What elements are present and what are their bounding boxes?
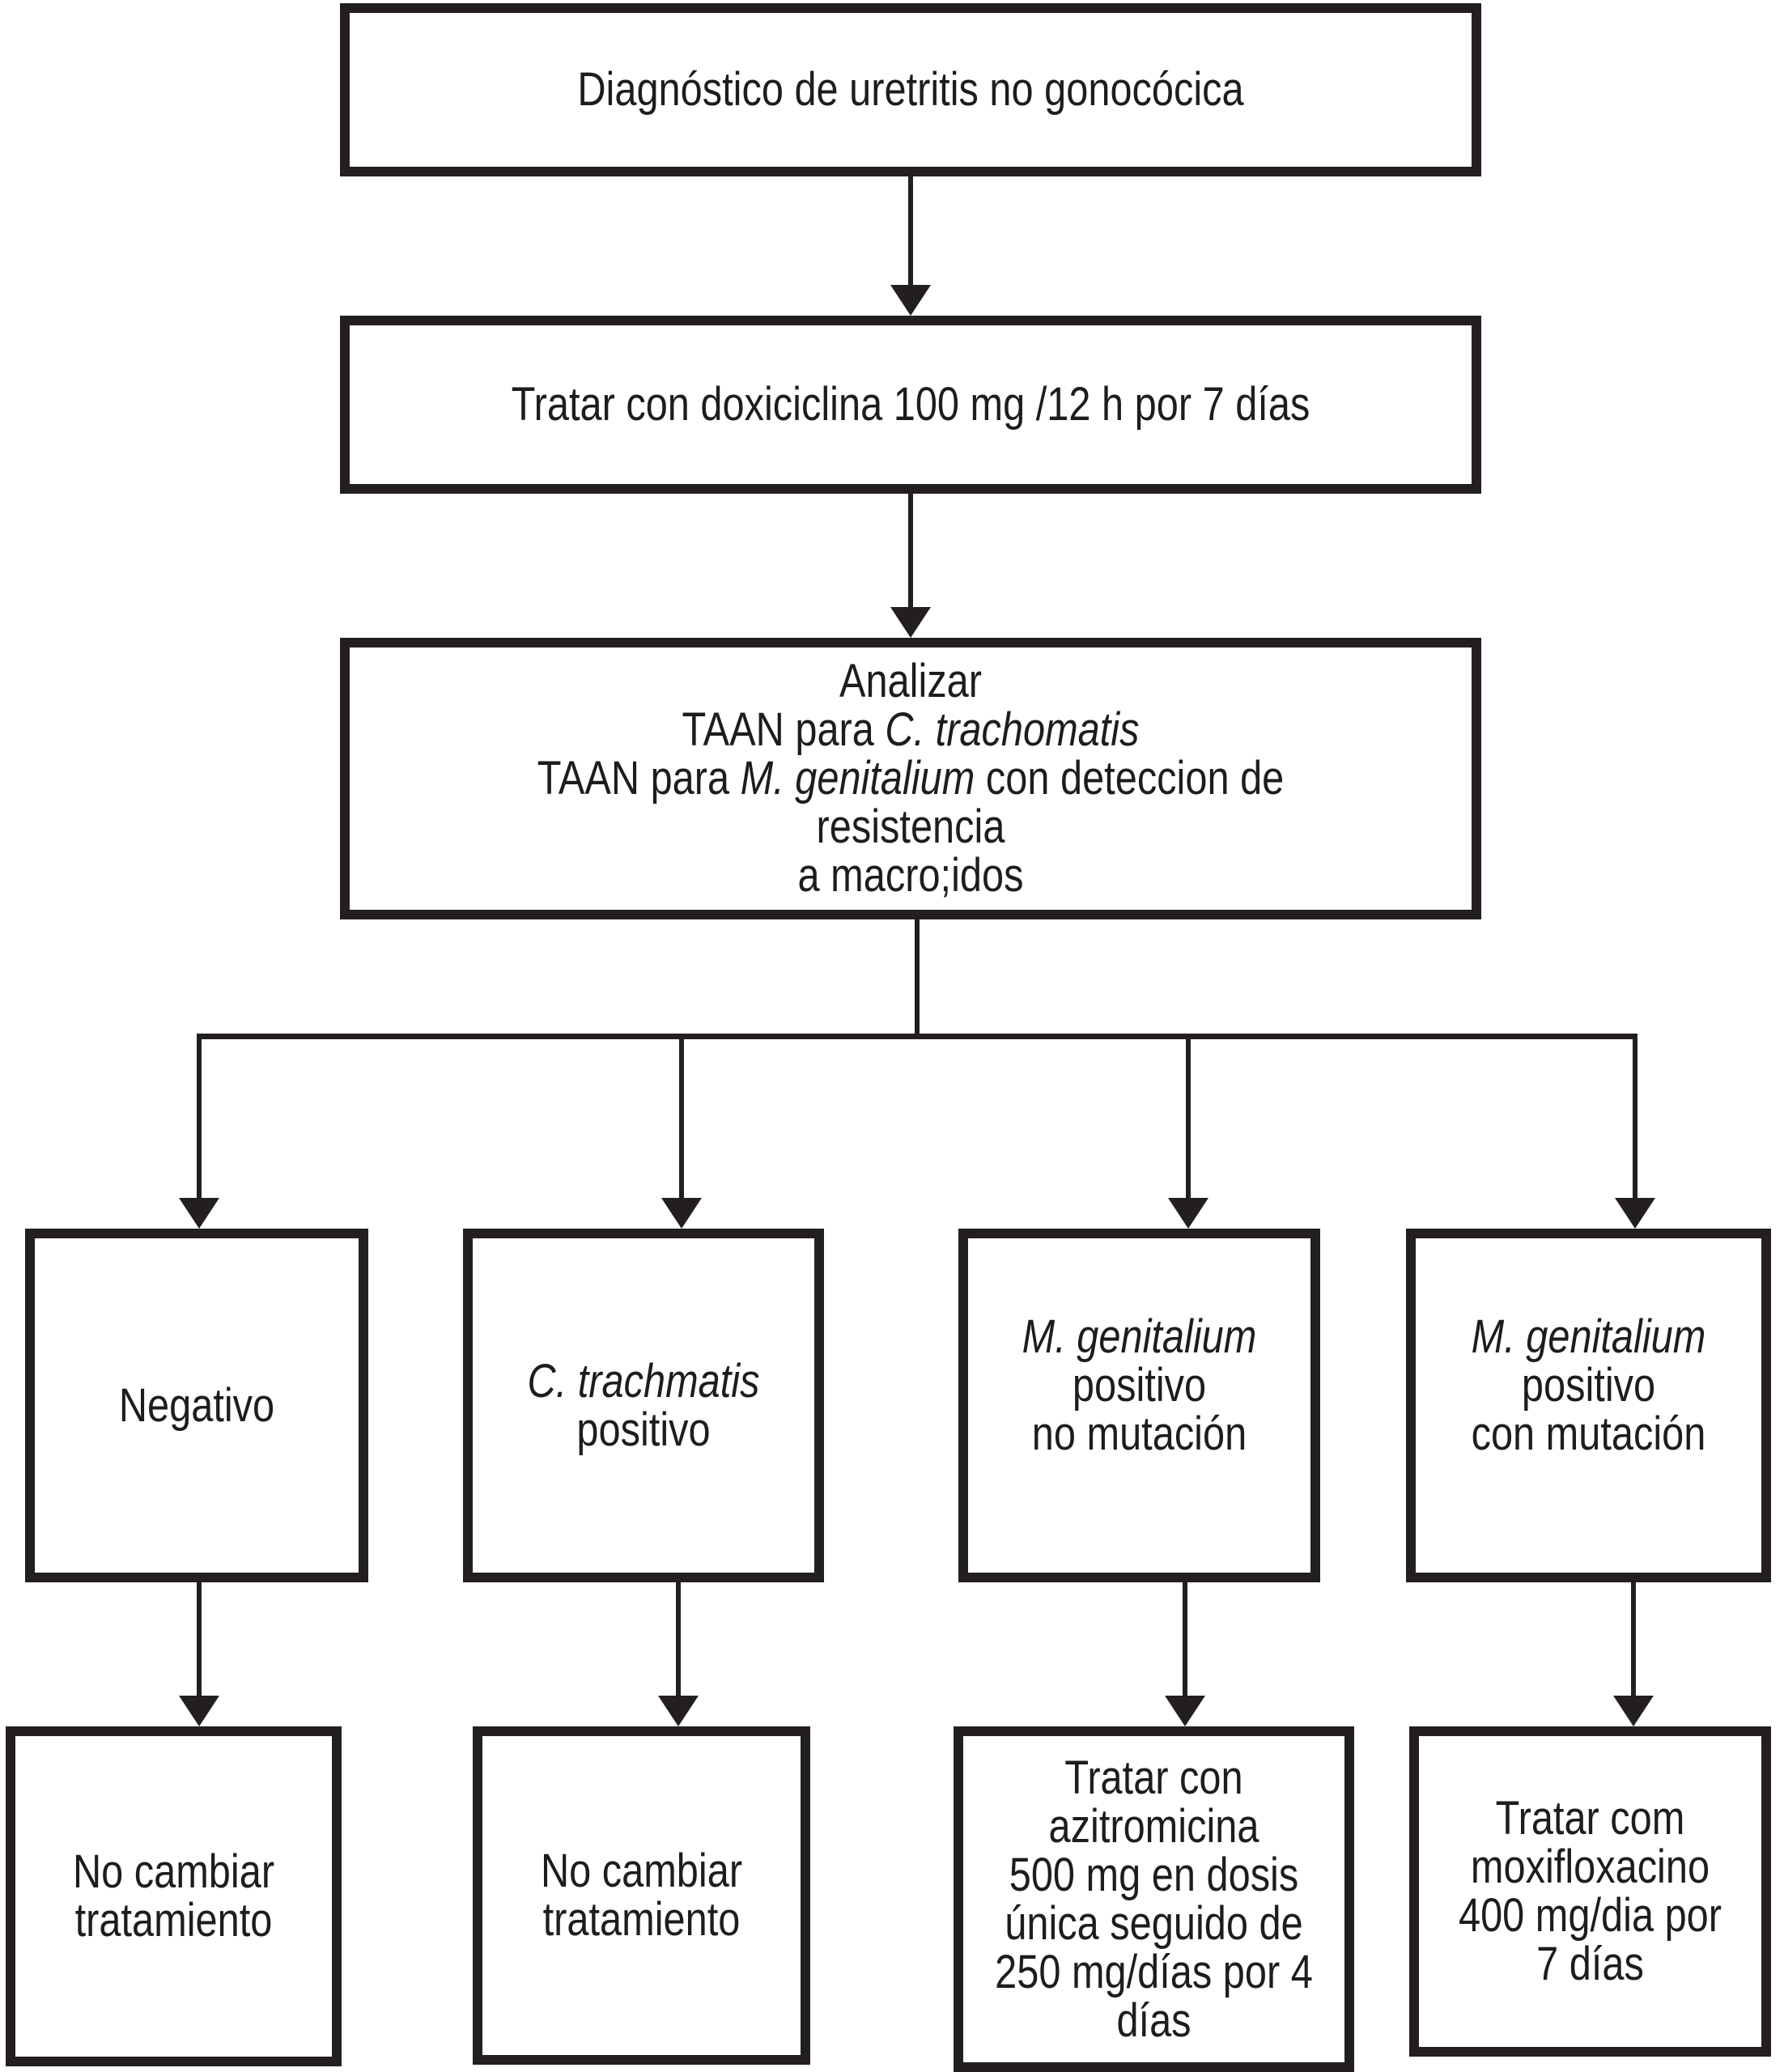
node-tratamiento-moxifloxacino: Tratar com moxifloxacino 400 mg/dia por …: [1409, 1726, 1771, 2057]
analizar-line-3-species: M. genitalium: [740, 752, 975, 805]
node-no-cambiar-ct: No cambiar tratamiento: [473, 1726, 810, 2065]
arrow-doxiciclina-to-analizar-line: [908, 494, 913, 607]
ct-positivo-species: C. trachmatis: [527, 1354, 760, 1408]
analizar-line-2-species: C. trachomatis: [885, 703, 1140, 756]
node-no-cambiar-ct-label: No cambiar tratamiento: [540, 1845, 743, 1946]
analizar-line-3: TAAN para M. genitalium con deteccion de…: [440, 754, 1382, 851]
arrow-mg-con-mut-to-treatment-head: [1613, 1696, 1654, 1726]
connector-crossbar: [197, 1034, 1637, 1039]
node-ct-positivo: C. trachmatis positivo: [463, 1229, 824, 1582]
branch-negativo-head: [179, 1198, 219, 1229]
node-mg-positivo-con-mutacion: M. genitalium positivo con mutación: [1406, 1229, 1771, 1582]
node-analizar: Analizar TAAN para C. trachomatis TAAN p…: [340, 638, 1481, 919]
node-diagnostico: Diagnóstico de uretritis no gonocócica: [340, 3, 1481, 176]
arrow-negativo-to-treatment-head: [179, 1696, 219, 1726]
analizar-line-2-prefix: TAAN para: [682, 703, 886, 756]
node-mg-positivo-no-mutacion: M. genitalium positivo no mutación: [958, 1229, 1320, 1582]
analizar-line-3-prefix: TAAN para: [537, 752, 741, 805]
arrow-diagnostico-to-doxiciclina-head: [890, 285, 931, 316]
node-analizar-label: Analizar TAAN para C. trachomatis TAAN p…: [440, 657, 1382, 900]
node-doxiciclina: Tratar con doxiciclina 100 mg /12 h por …: [340, 316, 1481, 494]
node-tratamiento-moxifloxacino-label: Tratar com moxifloxacino 400 mg/dia por …: [1458, 1792, 1722, 1990]
branch-negativo-line: [197, 1038, 202, 1198]
arrow-ct-to-treatment-line: [676, 1582, 681, 1696]
node-tratamiento-azitromicina-label: Tratar con azitromicina 500 mg en dosis …: [995, 1751, 1313, 2047]
mg-no-mutacion-rest: positivo no mutación: [1031, 1359, 1247, 1460]
analizar-line-4: a macro;idos: [797, 849, 1024, 902]
node-no-cambiar-negativo: No cambiar tratamiento: [6, 1726, 342, 2066]
branch-ct-line: [679, 1038, 684, 1198]
arrow-mg-no-mut-to-treatment-head: [1165, 1696, 1205, 1726]
arrow-mg-no-mut-to-treatment-line: [1183, 1582, 1187, 1696]
node-tratamiento-azitromicina: Tratar con azitromicina 500 mg en dosis …: [954, 1726, 1354, 2072]
node-negativo: Negativo: [25, 1229, 368, 1582]
arrow-diagnostico-to-doxiciclina-line: [908, 176, 913, 285]
node-doxiciclina-label: Tratar con doxiciclina 100 mg /12 h por …: [511, 378, 1310, 431]
mg-con-mutacion-rest: positivo con mutación: [1471, 1359, 1706, 1460]
analizar-line-3-suffix: con deteccion de resistencia: [816, 752, 1285, 853]
branch-ct-head: [661, 1198, 702, 1229]
branch-mg-con-mut-head: [1615, 1198, 1655, 1229]
arrow-mg-con-mut-to-treatment-line: [1631, 1582, 1636, 1696]
ct-positivo-rest: positivo: [576, 1403, 711, 1456]
node-ct-positivo-label: C. trachmatis positivo: [500, 1357, 787, 1454]
node-no-cambiar-negativo-label: No cambiar tratamiento: [72, 1845, 275, 1947]
arrow-doxiciclina-to-analizar-head: [890, 607, 931, 638]
node-mg-positivo-no-mutacion-label: M. genitalium positivo no mutación: [996, 1313, 1283, 1458]
branch-mg-con-mut-line: [1633, 1038, 1637, 1198]
mg-con-mutacion-species: M. genitalium: [1471, 1310, 1706, 1363]
connector-stem: [915, 919, 920, 1034]
branch-mg-no-mut-head: [1168, 1198, 1208, 1229]
branch-mg-no-mut-line: [1186, 1038, 1191, 1198]
node-mg-positivo-con-mutacion-label: M. genitalium positivo con mutación: [1443, 1313, 1734, 1458]
arrow-negativo-to-treatment-line: [197, 1582, 202, 1696]
node-negativo-label: Negativo: [118, 1378, 275, 1432]
arrow-ct-to-treatment-head: [658, 1696, 699, 1726]
mg-no-mutacion-species: M. genitalium: [1022, 1310, 1257, 1363]
node-diagnostico-label: Diagnóstico de uretritis no gonocócica: [577, 63, 1244, 116]
analizar-line-2: TAAN para C. trachomatis: [440, 706, 1382, 754]
analizar-line-1: Analizar: [839, 655, 983, 707]
